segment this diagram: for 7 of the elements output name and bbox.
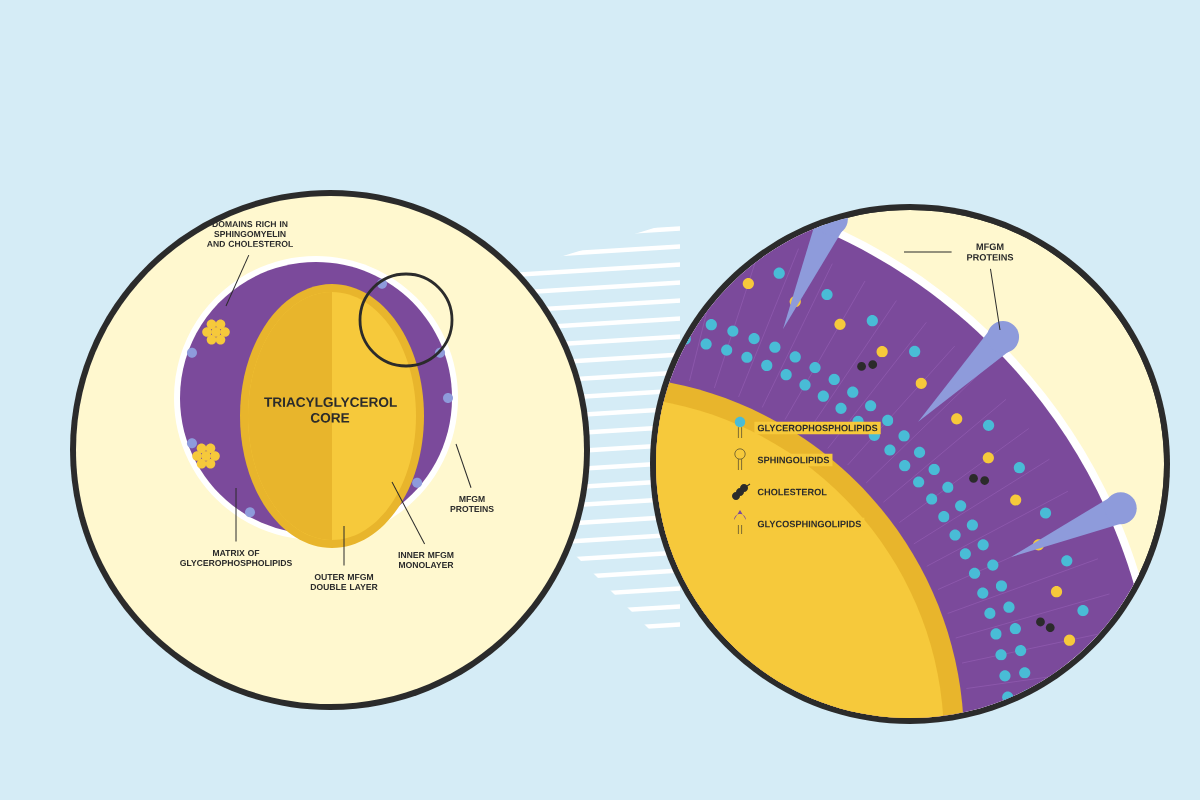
leader-line: [343, 525, 345, 567]
leader-line: [989, 268, 1001, 331]
leader-line: [455, 443, 472, 489]
leader-line: [391, 481, 426, 545]
leader-line: [903, 251, 953, 253]
leader-line: [235, 487, 237, 543]
leader-line: [225, 254, 250, 307]
